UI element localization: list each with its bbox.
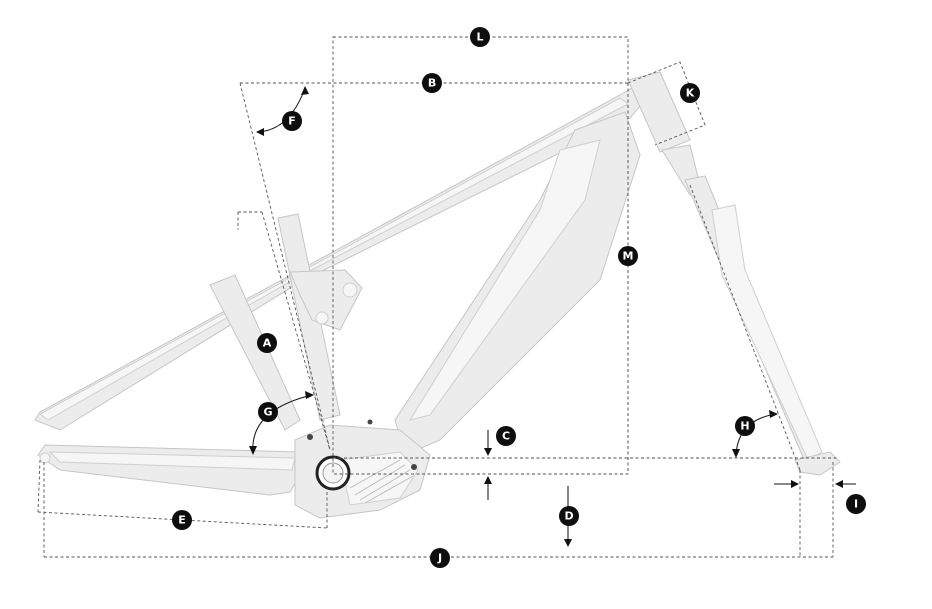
marker-G-badge <box>258 402 278 422</box>
arrow-H-head-bottom <box>732 449 740 458</box>
marker-D-label: D <box>564 510 573 523</box>
arrow-I-left-head <box>791 480 799 488</box>
bottom-bracket-inner <box>322 462 344 484</box>
marker-D-badge <box>559 506 579 526</box>
marker-J-label: J <box>437 552 442 565</box>
marker-B: B <box>422 73 442 93</box>
arrow-I-right-head <box>835 480 843 488</box>
arrow-F-head-top <box>301 86 309 95</box>
marker-H-badge <box>735 416 755 436</box>
marker-A: A <box>257 333 277 353</box>
marker-M-badge <box>618 246 638 266</box>
head-tube <box>627 71 691 153</box>
marker-K-label: K <box>686 87 695 100</box>
marker-H: H <box>735 416 755 436</box>
pivot-bolt <box>307 434 313 440</box>
marker-J: J <box>430 548 450 568</box>
marker-I-badge <box>846 494 866 514</box>
marker-C: C <box>496 426 516 446</box>
dim-E-left <box>37 459 41 513</box>
marker-M-label: M <box>623 250 634 263</box>
marker-L: L <box>470 27 490 47</box>
frame-bolt <box>367 419 373 425</box>
marker-G: G <box>258 402 278 422</box>
marker-L-label: L <box>476 31 483 44</box>
marker-C-badge <box>496 426 516 446</box>
marker-A-badge <box>257 333 277 353</box>
rocker-link <box>289 269 363 331</box>
marker-L-badge <box>470 27 490 47</box>
marker-K: K <box>680 83 700 103</box>
marker-I: I <box>846 494 866 514</box>
dim-seat-line-outer <box>239 82 331 451</box>
marker-M: M <box>618 246 638 266</box>
chain-stay-highlight <box>48 451 296 471</box>
marker-K-badge <box>680 83 700 103</box>
bike-frame-illustration <box>34 71 841 519</box>
marker-E-label: E <box>178 514 186 527</box>
marker-H-label: H <box>740 420 749 433</box>
marker-F: F <box>282 111 302 131</box>
motor-bolt <box>411 464 417 470</box>
marker-J-badge <box>430 548 450 568</box>
dimension-lines <box>37 36 838 558</box>
marker-F-label: F <box>288 115 296 128</box>
marker-F-badge <box>282 111 302 131</box>
arrow-D-head <box>564 539 572 547</box>
marker-E: E <box>172 510 192 530</box>
rear-axle <box>39 452 51 464</box>
arrow-C-top-head <box>484 448 492 456</box>
rocker-pivot-top <box>342 282 358 298</box>
top-tube-highlight <box>39 97 629 421</box>
marker-B-label: B <box>428 77 436 90</box>
fork-lower <box>711 204 823 461</box>
down-tube-highlight <box>408 139 601 421</box>
marker-E-badge <box>172 510 192 530</box>
arrow-G-head-right <box>305 391 314 399</box>
arrow-H-head-right <box>769 410 778 418</box>
marker-D: D <box>559 506 579 526</box>
arrow-G-head-bottom <box>249 446 257 455</box>
marker-C-label: C <box>502 430 510 443</box>
dim-fork-axis <box>689 184 801 471</box>
marker-B-badge <box>422 73 442 93</box>
rocker-pivot-bottom <box>315 311 329 325</box>
seat-stay <box>209 274 301 431</box>
dim-A-line <box>261 211 331 451</box>
marker-I-label: I <box>854 498 858 511</box>
arrow-C-bottom-head <box>484 476 492 484</box>
arrow-F-head-left <box>256 128 264 136</box>
marker-A-label: A <box>263 337 272 350</box>
marker-G-label: G <box>263 406 272 419</box>
